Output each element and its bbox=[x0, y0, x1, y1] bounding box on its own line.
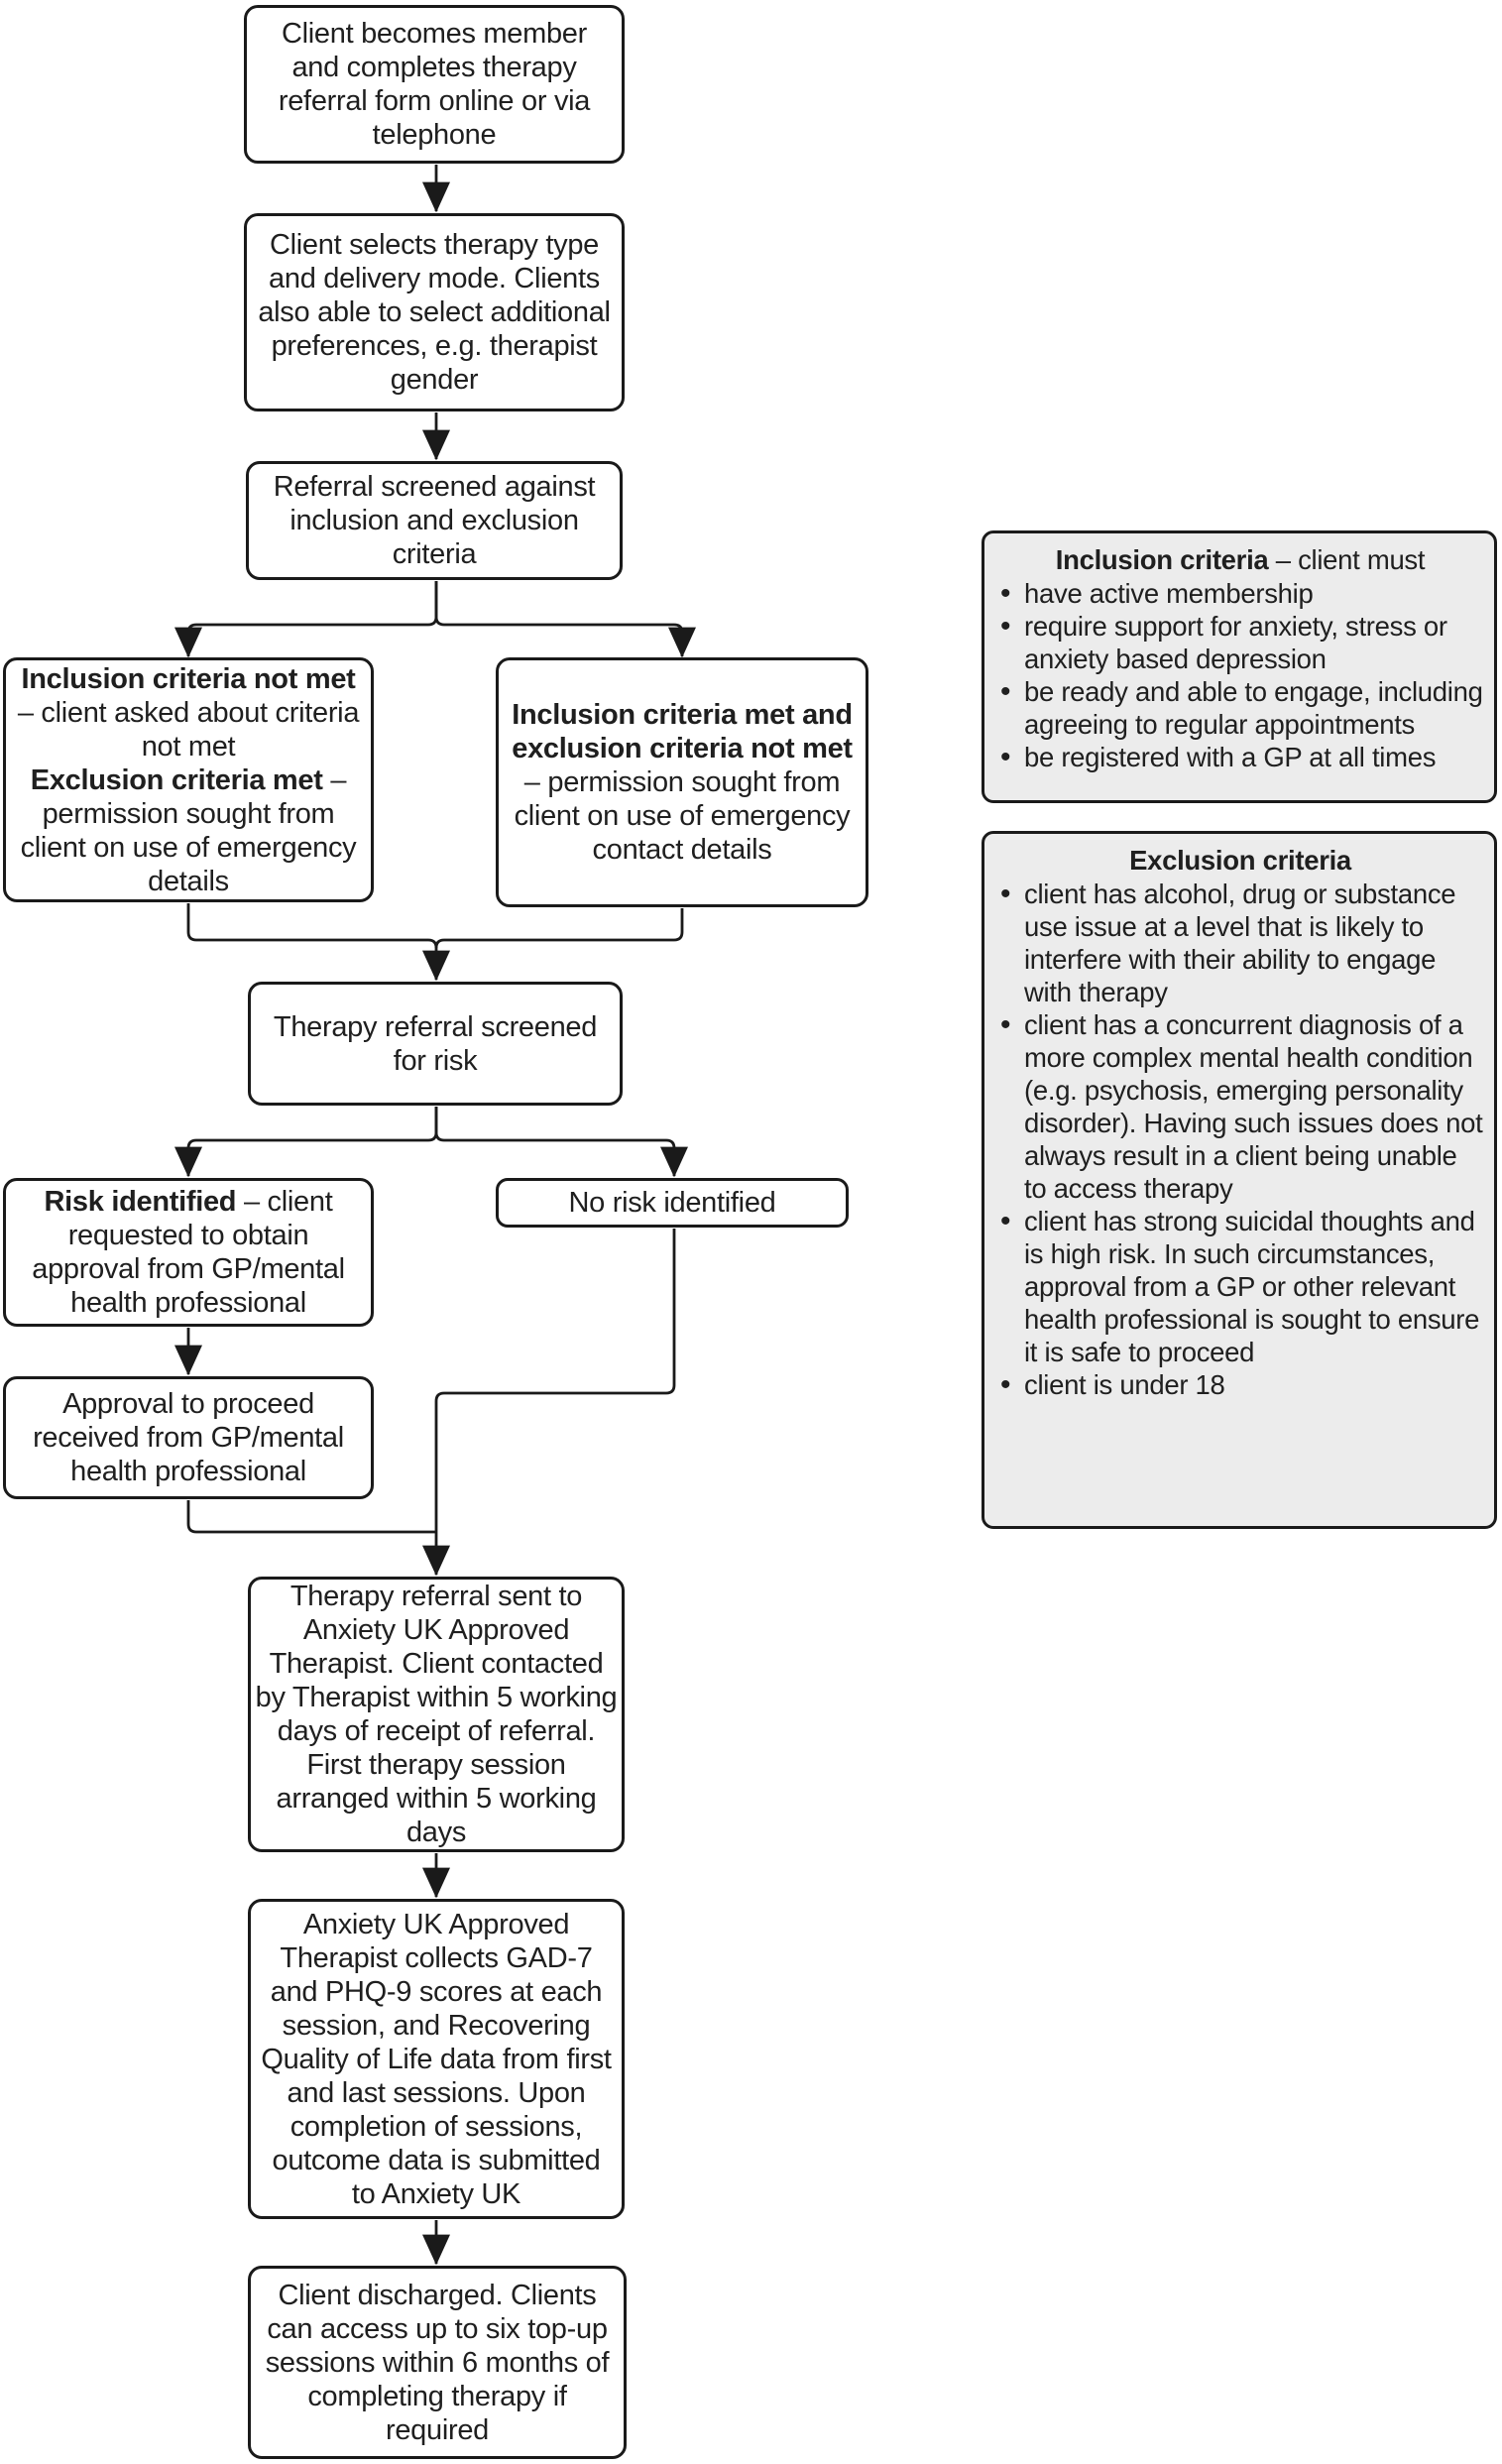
inclusion-criteria-list: have active membership require support f… bbox=[996, 577, 1484, 773]
exclusion-bullet: client is under 18 bbox=[996, 1368, 1484, 1401]
node-referral-sent-text: Therapy referral sent to Anxiety UK Appr… bbox=[255, 1581, 618, 1848]
node-risk-screen: Therapy referral screened for risk bbox=[248, 982, 623, 1106]
inclusion-bullet: have active membership bbox=[996, 577, 1484, 610]
node-risk-screen-text: Therapy referral screened for risk bbox=[273, 1010, 598, 1077]
connector-split-right bbox=[434, 581, 696, 658]
node-risk-identified: Risk identified – client requested to ob… bbox=[3, 1178, 374, 1327]
inclusion-bullet: require support for anxiety, stress or a… bbox=[996, 610, 1484, 675]
inclusion-criteria-title: Inclusion criteria – client must bbox=[1055, 544, 1426, 575]
connector-risk-split-right bbox=[434, 1107, 688, 1178]
connector-merge-right bbox=[422, 908, 684, 982]
node-client-becomes-member: Client becomes member and completes ther… bbox=[244, 5, 625, 164]
exclusion-criteria-panel: Exclusion criteria client has alcohol, d… bbox=[982, 831, 1497, 1529]
exclusion-bullet: client has a concurrent diagnosis of a m… bbox=[996, 1008, 1484, 1205]
node-criteria-not-met: Inclusion criteria not met – client aske… bbox=[3, 657, 374, 902]
inclusion-bullet: be registered with a GP at all times bbox=[996, 741, 1484, 773]
node-approval-received-text: Approval to proceed received from GP/men… bbox=[33, 1388, 344, 1487]
node-client-becomes-member-text: Client becomes member and completes ther… bbox=[278, 18, 591, 151]
node-no-risk-text: No risk identified bbox=[568, 1187, 776, 1219]
node-referral-screened-text: Referral screened against inclusion and … bbox=[273, 471, 596, 570]
node-no-risk: No risk identified bbox=[496, 1178, 849, 1228]
connector-merge-left bbox=[186, 903, 438, 949]
exclusion-criteria-title: Exclusion criteria bbox=[1129, 845, 1351, 876]
node-outcome-data: Anxiety UK Approved Therapist collects G… bbox=[248, 1899, 625, 2219]
node-client-discharged: Client discharged. Clients can access up… bbox=[248, 2266, 627, 2459]
inclusion-criteria-panel: Inclusion criteria – client must have ac… bbox=[982, 530, 1497, 803]
node-outcome-data-text: Anxiety UK Approved Therapist collects G… bbox=[261, 1908, 612, 2210]
node-criteria-met: Inclusion criteria met and exclusion cri… bbox=[496, 657, 868, 907]
node-approval-received: Approval to proceed received from GP/men… bbox=[3, 1376, 374, 1499]
node-criteria-met-text: Inclusion criteria met and exclusion cri… bbox=[512, 699, 853, 866]
inclusion-bullet: be ready and able to engage, including a… bbox=[996, 675, 1484, 741]
connector-split-left bbox=[174, 581, 438, 658]
exclusion-criteria-list: client has alcohol, drug or substance us… bbox=[996, 878, 1484, 1401]
node-referral-sent: Therapy referral sent to Anxiety UK Appr… bbox=[248, 1577, 625, 1852]
connector-risk-split-left bbox=[174, 1107, 438, 1178]
node-criteria-not-met-text: Inclusion criteria not met – client aske… bbox=[17, 662, 360, 897]
connector-norisk-to-sent bbox=[422, 1229, 676, 1577]
exclusion-bullet: client has alcohol, drug or substance us… bbox=[996, 878, 1484, 1008]
node-client-discharged-text: Client discharged. Clients can access up… bbox=[265, 2279, 610, 2446]
node-client-selects-therapy-text: Client selects therapy type and delivery… bbox=[258, 229, 611, 396]
node-risk-identified-text: Risk identified – client requested to ob… bbox=[32, 1186, 345, 1319]
node-referral-screened: Referral screened against inclusion and … bbox=[246, 461, 623, 580]
node-client-selects-therapy: Client selects therapy type and delivery… bbox=[244, 213, 625, 411]
exclusion-bullet: client has strong suicidal thoughts and … bbox=[996, 1205, 1484, 1368]
connector-approval-to-merge bbox=[186, 1500, 436, 1534]
